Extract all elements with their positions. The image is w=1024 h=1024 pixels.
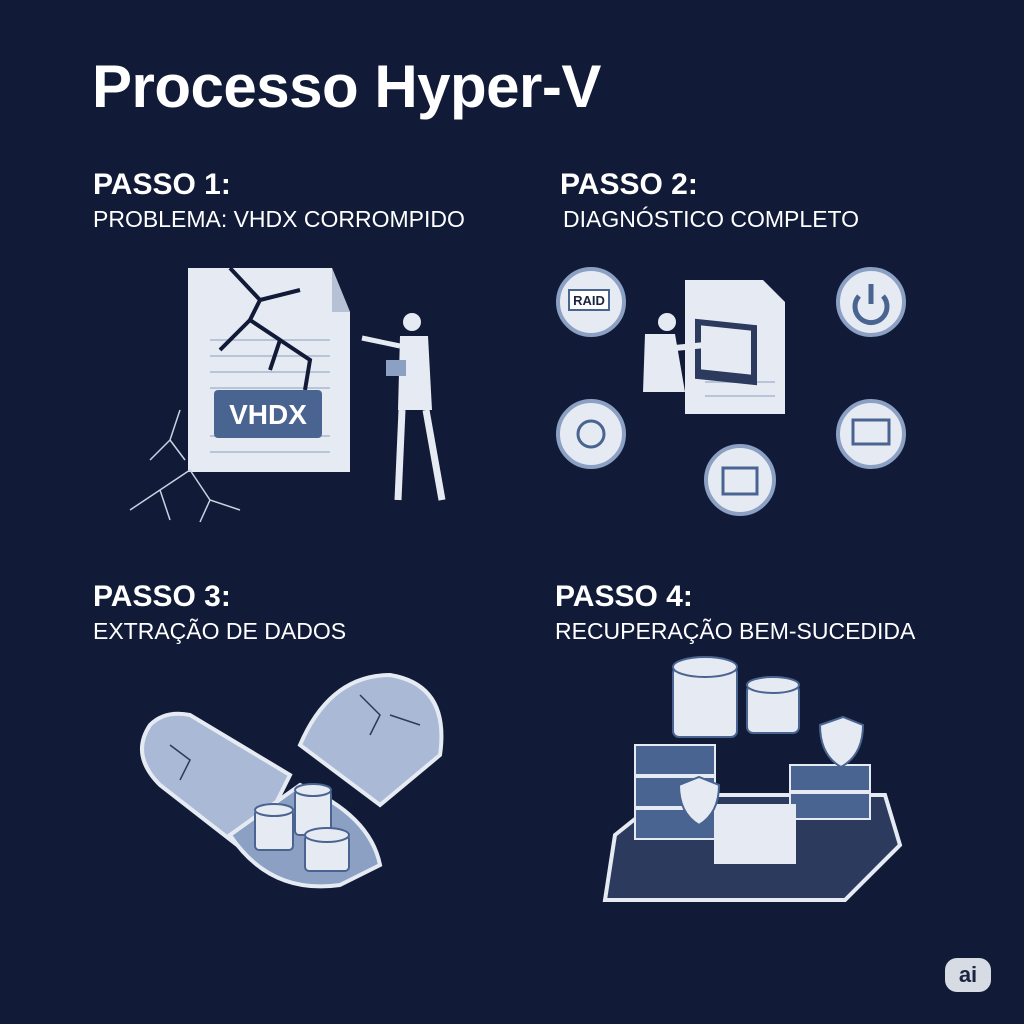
step-1-label: PASSO 1:	[93, 168, 231, 201]
step-2-label: PASSO 2:	[560, 168, 698, 201]
step-3-description: EXTRAÇÃO DE DADOS	[93, 618, 347, 644]
step-1: PASSO 1: PROBLEMA: VHDX CORROMPIDO	[93, 168, 465, 234]
recovery-illustration	[602, 656, 903, 902]
step-4-description: RECUPERAÇÃO BEM-SUCEDIDA	[555, 618, 916, 644]
capsule-extraction-illustration	[140, 672, 444, 889]
shield-icon	[677, 775, 721, 827]
vhdx-label: VHDX	[229, 399, 307, 430]
step-2: PASSO 2: DIAGNÓSTICO COMPLETO	[560, 168, 859, 234]
shield-icon	[818, 715, 865, 769]
step-2-description: DIAGNÓSTICO COMPLETO	[563, 206, 860, 232]
diagnostics-illustration: RAID	[556, 267, 906, 516]
gear-icon	[576, 419, 606, 449]
step-4-label: PASSO 4:	[555, 580, 693, 613]
device-icon	[721, 466, 759, 496]
page-title: Processo Hyper-V	[92, 53, 601, 120]
database-stack-icon	[672, 656, 800, 738]
database-stack-icon	[254, 783, 350, 872]
step-4: PASSO 4: RECUPERAÇÃO BEM-SUCEDIDA	[555, 580, 915, 646]
person-with-tablet-icon	[361, 313, 446, 501]
power-icon	[852, 284, 890, 326]
step-3: PASSO 3: EXTRAÇÃO DE DADOS	[93, 580, 346, 646]
step-3-label: PASSO 3:	[93, 580, 231, 613]
ai-badge: ai	[945, 958, 991, 992]
corrupted-vhdx-illustration: VHDX	[129, 266, 446, 523]
step-1-description: PROBLEMA: VHDX CORROMPIDO	[93, 206, 465, 232]
laptop-icon	[851, 418, 891, 446]
vhdx-label-box	[214, 390, 322, 438]
person-icon	[643, 334, 685, 392]
raid-label: RAID	[573, 293, 605, 308]
